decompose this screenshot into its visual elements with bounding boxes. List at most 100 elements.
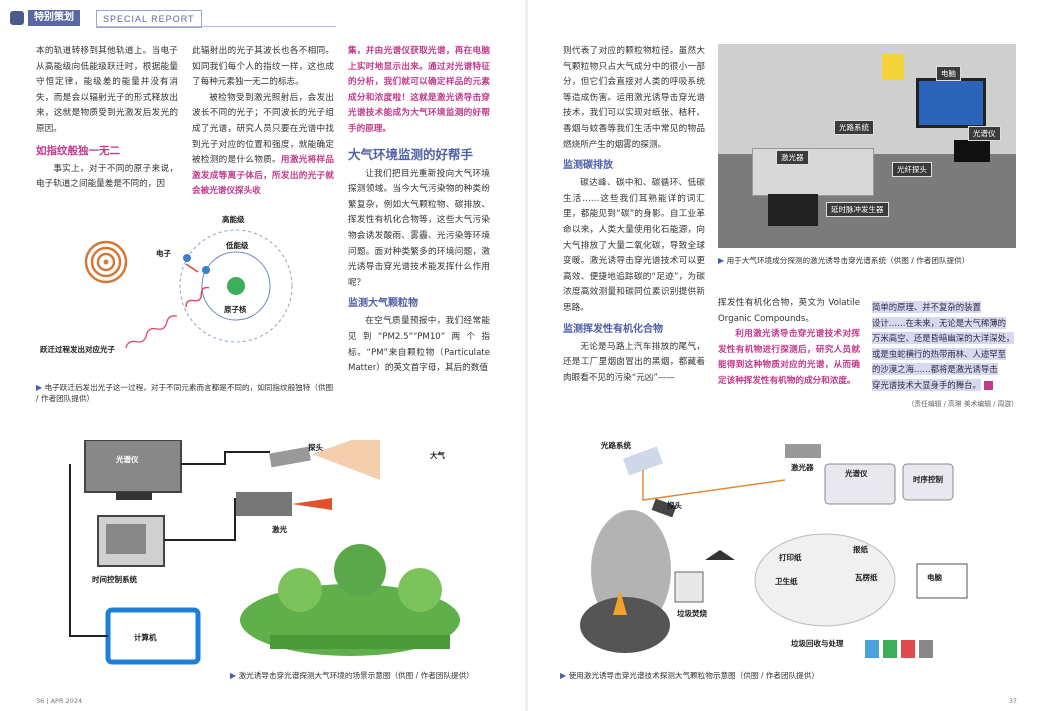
- quote-line: 穿光谱技术大显身手的舞台。: [872, 378, 1018, 394]
- computer-screen: [916, 563, 968, 599]
- particle-figure: 光路系统 激光器 光谱仪 时序控制 探头 电脑 打印纸 报纸 卫生纸 瓦楞纸 垃…: [565, 440, 1015, 670]
- subheading-carbon: 监测碳排放: [563, 160, 613, 172]
- paragraph: 无论是马路上汽车排放的尾气，还是工厂里烟囱冒出的黑烟，都藏着肉眼看不见的污染“元…: [563, 341, 705, 383]
- timing-device: [902, 463, 954, 501]
- laser-device: [785, 444, 821, 458]
- label-spectrometer: 光谱仪: [845, 469, 868, 478]
- paragraph: 本的轨道转移到其他轨道上。当电子从高能级向低能级跃迁时，根据能量守恒定律，能级差…: [36, 46, 178, 134]
- laser-beam: [292, 498, 332, 510]
- probe-device: [269, 446, 311, 468]
- spectrometer-device: [824, 463, 896, 505]
- low-orbit: [201, 251, 271, 321]
- header-rule: [96, 26, 336, 27]
- section-tag-en: SPECIAL REPORT: [96, 10, 202, 28]
- ash-pile: [580, 597, 670, 653]
- label-item-newspaper: 报纸: [853, 545, 868, 554]
- subheading-particles: 监测大气颗粒物: [348, 298, 418, 310]
- label-atmosphere: 大气: [430, 451, 445, 460]
- paragraph: 在空气质量预报中，我们经常能见到“PM2.5”“PM10”两个指标。“PM”来自…: [348, 316, 490, 374]
- paragraph: 被检物受到激光照射后，会发出波长不同的光子；不同波长的光子组成了光谱，研究人员只…: [192, 91, 334, 200]
- section-tag: 特别策划: [28, 10, 80, 26]
- label-recycling: 垃圾回收与处理: [791, 639, 844, 648]
- arrow-shape: [705, 550, 735, 560]
- scene-figure: 光谱仪 探头 大气 激光 时间控制系统 计算机: [50, 430, 510, 670]
- text-column-4: 则代表了对应的颗粒物粒径。虽然大气颗粒物只占大气成分中的很小一部分，但它们会直接…: [563, 44, 705, 386]
- label-item-cardboard: 瓦楞纸: [855, 573, 878, 582]
- photo-label-laser: 激光器: [776, 150, 809, 165]
- label-optics: 光路系统: [601, 441, 631, 450]
- footer-left: 36 | APR 2024: [36, 697, 83, 705]
- computer-cable: [69, 464, 108, 637]
- label-time-control: 时间控制系统: [92, 575, 137, 584]
- quote-line: 简单的原理、并不复杂的装置: [872, 301, 981, 313]
- text-column-5: 挥发性有机化合物，英文为 Volatile Organic Compounds。…: [718, 296, 860, 390]
- paragraph: 让我们把目光重新投向大气环境探测领域。当今大气污染物的种类纷繁复杂，例如大气颗粒…: [348, 168, 490, 288]
- transition-arrow: [185, 263, 199, 273]
- quote-line: 或是虫蛇横行的热带雨林、人迹罕至: [872, 347, 1006, 360]
- label-laser: 激光: [272, 525, 287, 534]
- label-item-print-paper: 打印纸: [779, 553, 802, 562]
- page-gutter: [525, 0, 528, 711]
- bin-blue: [865, 640, 879, 658]
- photo-label-pulse-generator: 延时脉冲发生器: [826, 202, 889, 217]
- tree: [334, 544, 386, 596]
- footer-right: 37: [1008, 697, 1017, 705]
- probe-device: [651, 498, 677, 518]
- paragraph: 则代表了对应的颗粒物粒径。虽然大气颗粒物只占大气成分中的很小一部分，但它们会直接…: [563, 46, 705, 150]
- energy-level-figure: 高能级 低能级 电子 原子核 跃迁过程发出对应光子: [36, 212, 336, 362]
- particle-caption: ▶ 使用激光诱导击穿光谱技术探测大气颗粒物示意图（供图 / 作者团队提供）: [560, 670, 890, 681]
- spectrometer-cable: [181, 451, 270, 465]
- label-nucleus: 原子核: [224, 305, 247, 314]
- subheading-voc: 监测挥发性有机化合物: [563, 323, 663, 335]
- spectrometer-device: [84, 439, 182, 493]
- particle-diagram: [580, 444, 968, 658]
- fire: [613, 590, 627, 615]
- tree: [278, 568, 322, 612]
- caption-text: 用于大气环境成分探测的激光诱导击穿光谱系统（供图 / 作者团队提供）: [726, 256, 970, 265]
- text-column-3: 集，并由光谱仪获取光谱，再在电脑上实时地显示出来。通过对光谱特征的分析，我们就可…: [348, 44, 490, 377]
- timer-cable: [164, 498, 236, 541]
- nucleus: [227, 277, 245, 295]
- label-probe: 探头: [308, 443, 323, 452]
- text-column-1: 本的轨道转移到其他轨道上。当电子从高能级向低能级跃迁时，根据能量守恒定律，能级差…: [36, 44, 178, 193]
- caption-arrow-icon: ▶: [230, 671, 237, 680]
- laser-path: [642, 470, 786, 501]
- spectrometer-base: [116, 492, 152, 500]
- fingerprint-icon: [84, 240, 128, 284]
- label-probe: 探头: [667, 501, 682, 510]
- section-heading-atmosphere: 大气环境监测的好帮手: [348, 146, 474, 162]
- label-electron: 电子: [156, 249, 171, 258]
- grass: [270, 635, 450, 649]
- paragraph: 事实上，对于不同的原子来说，电子轨道之间能量差是不同的，因: [36, 163, 178, 190]
- label-computer: 电脑: [927, 573, 942, 582]
- label-high-level: 高能级: [222, 215, 245, 224]
- photo-label-spectrometer: 光谱仪: [968, 126, 1001, 141]
- laser-box: [752, 148, 874, 196]
- energy-level-diagram: [84, 229, 293, 349]
- label-timing: 时序控制: [913, 475, 943, 484]
- photo-label-computer: 电脑: [936, 66, 961, 81]
- warning-sign: [882, 54, 904, 80]
- quote-line: 的沙漠之海……都将是激光诱导击: [872, 363, 998, 376]
- quote-line: 万米高空、还是昏暗幽深的大洋深处，: [872, 332, 1015, 345]
- photon-wave-2: [125, 315, 178, 349]
- caption-text: 激光诱导击穿光谱探测大气环境的场景示意图（供图 / 作者团队提供）: [238, 671, 474, 680]
- scene-diagram: [69, 430, 460, 665]
- laser-device: [236, 492, 292, 516]
- pulse-generator-box: [768, 194, 818, 226]
- highlight-paragraph: 利用激光诱导击穿光谱技术对挥发性有机物进行探测后，研究人员就能得到这种物质对应的…: [718, 329, 860, 386]
- timer-screen: [106, 524, 146, 554]
- caption-text: 使用激光诱导击穿光谱技术探测大气颗粒物示意图（供图 / 作者团队提供）: [568, 671, 819, 680]
- incinerator: [674, 571, 704, 603]
- paragraph: 挥发性有机化合物，英文为 Volatile Organic Compounds。: [718, 298, 860, 324]
- photo-label-fiber-probe: 光纤探头: [892, 162, 932, 177]
- monitor-shape: [916, 78, 986, 128]
- scene-caption: ▶ 激光诱导击穿光谱探测大气环境的场景示意图（供图 / 作者团队提供）: [230, 670, 520, 681]
- tree: [398, 568, 442, 612]
- recycle-cloud: [754, 533, 896, 627]
- electron-high: [183, 254, 191, 262]
- label-computer: 计算机: [134, 633, 157, 642]
- bin-green: [883, 640, 897, 658]
- closing-quote: 简单的原理、并不复杂的装置 设计……在未来，无论是大气稀薄的 万米高空、还是昏暗…: [872, 300, 1018, 410]
